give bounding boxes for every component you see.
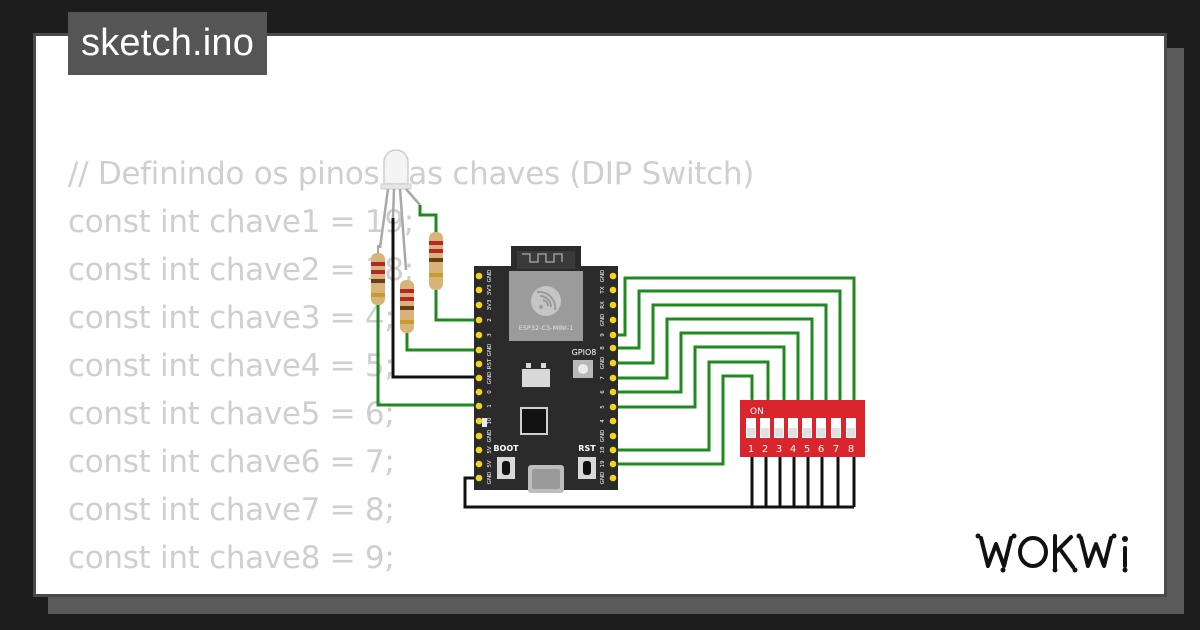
- pin-label: GND: [600, 430, 606, 443]
- pin-label: GND: [487, 372, 493, 385]
- dip-numbers: 1 2 3 4 5 6 7 8: [748, 444, 854, 455]
- dip-number: 7: [833, 444, 839, 455]
- pin-label: 1: [487, 404, 493, 408]
- pin-label: 7: [600, 376, 606, 380]
- resistor: [400, 280, 414, 333]
- wire: [612, 345, 786, 409]
- right-pin-header: [609, 272, 617, 482]
- pin-label: 19: [600, 460, 606, 467]
- resistor: [371, 245, 385, 305]
- wire: [434, 290, 478, 322]
- gpio8-label: GPIO8: [572, 348, 597, 357]
- dip-on-label: ON: [750, 407, 764, 417]
- pin-label: 5V: [487, 446, 493, 453]
- code-line: const int chave1 = 19;: [68, 204, 414, 240]
- sketch-filename: sketch.ino: [68, 12, 268, 75]
- wire: [376, 305, 478, 407]
- wire: [612, 303, 828, 402]
- wokwi-logo: [975, 533, 1128, 573]
- pin-label: 3V3: [487, 299, 493, 310]
- esp32-c3-board: ESP32-C3-MINI-1 GPIO8 BOOT RST: [474, 246, 618, 493]
- espressif-logo: [531, 286, 561, 316]
- dip-number: 5: [804, 444, 810, 455]
- code-line: const int chave2 = 18;: [68, 252, 414, 288]
- module-label: ESP32-C3-MINI-1: [519, 324, 574, 332]
- dip-number: 3: [776, 444, 782, 455]
- pin-label: 0: [487, 390, 493, 394]
- pin-label: RST: [487, 358, 493, 369]
- pin-label: GND: [600, 270, 606, 283]
- left-pin-header: [475, 272, 483, 482]
- wire: [612, 331, 800, 402]
- code-line: const int chave4 = 5;: [68, 348, 395, 384]
- pin-label: 6: [600, 390, 606, 394]
- pin-label: GND: [487, 344, 493, 357]
- code-line: const int chave8 = 9;: [68, 540, 395, 576]
- wire: [612, 360, 770, 452]
- pin-label: 2: [487, 318, 493, 322]
- wire: [612, 374, 754, 466]
- code-line: const int chave3 = 4;: [68, 300, 395, 336]
- pin-label: 8: [600, 346, 606, 350]
- left-pin-labels: GND 3V3 3V3 2 3 GND RST GND 0 1 10 GND 5…: [487, 270, 493, 485]
- dip-toggles: [746, 418, 856, 438]
- dip-switch: ON 1 2 3 4 5 6 7 8: [740, 400, 865, 457]
- wire: [612, 276, 856, 402]
- pin-label: GND: [487, 430, 493, 443]
- pin-label: GND: [487, 270, 493, 283]
- wire: [391, 218, 478, 379]
- pin-label: 10: [487, 417, 493, 424]
- dip-number: 8: [848, 444, 854, 455]
- pin-label: 4: [600, 419, 606, 423]
- pin-label: GND: [487, 472, 493, 485]
- code-preview: // Definindo os pinos das chaves (DIP Sw…: [68, 150, 754, 582]
- pin-label: GND: [600, 314, 606, 327]
- pin-label: 9: [600, 333, 606, 337]
- pin-label: 18: [600, 446, 606, 453]
- code-line: const int chave7 = 8;: [68, 492, 395, 528]
- pin-label: 3: [487, 333, 493, 337]
- rst-label: RST: [578, 444, 596, 453]
- wire: [418, 205, 438, 232]
- dip-number: 6: [818, 444, 824, 455]
- pin-label: GND: [600, 472, 606, 485]
- code-line: const int chave6 = 7;: [68, 444, 395, 480]
- right-pin-labels: GND TX RX GND 9 8 GND 7 6 5 4 GND 18 19 …: [600, 270, 606, 485]
- resistors: [371, 232, 443, 333]
- rgb-led: [378, 149, 421, 271]
- dip-number: 2: [762, 444, 768, 455]
- ground-wires: [391, 218, 856, 509]
- dip-number: 4: [790, 444, 796, 455]
- resistor: [429, 232, 443, 290]
- wire: [612, 289, 842, 402]
- boot-label: BOOT: [493, 444, 519, 453]
- pin-label: 5V: [487, 460, 493, 467]
- wire: [612, 317, 814, 402]
- code-line: const int chave5 = 6;: [68, 396, 395, 432]
- pin-label: 5: [600, 405, 606, 409]
- wires: [376, 205, 856, 466]
- code-line: // Definindo os pinos das chaves (DIP Sw…: [68, 156, 755, 192]
- wire: [405, 333, 478, 352]
- pin-label: GND: [600, 357, 606, 370]
- pin-label: 3V3: [487, 284, 493, 295]
- pin-label: TX: [600, 286, 606, 294]
- wire: [463, 476, 854, 509]
- dip-number: 1: [748, 444, 754, 455]
- pin-label: RX: [600, 301, 606, 309]
